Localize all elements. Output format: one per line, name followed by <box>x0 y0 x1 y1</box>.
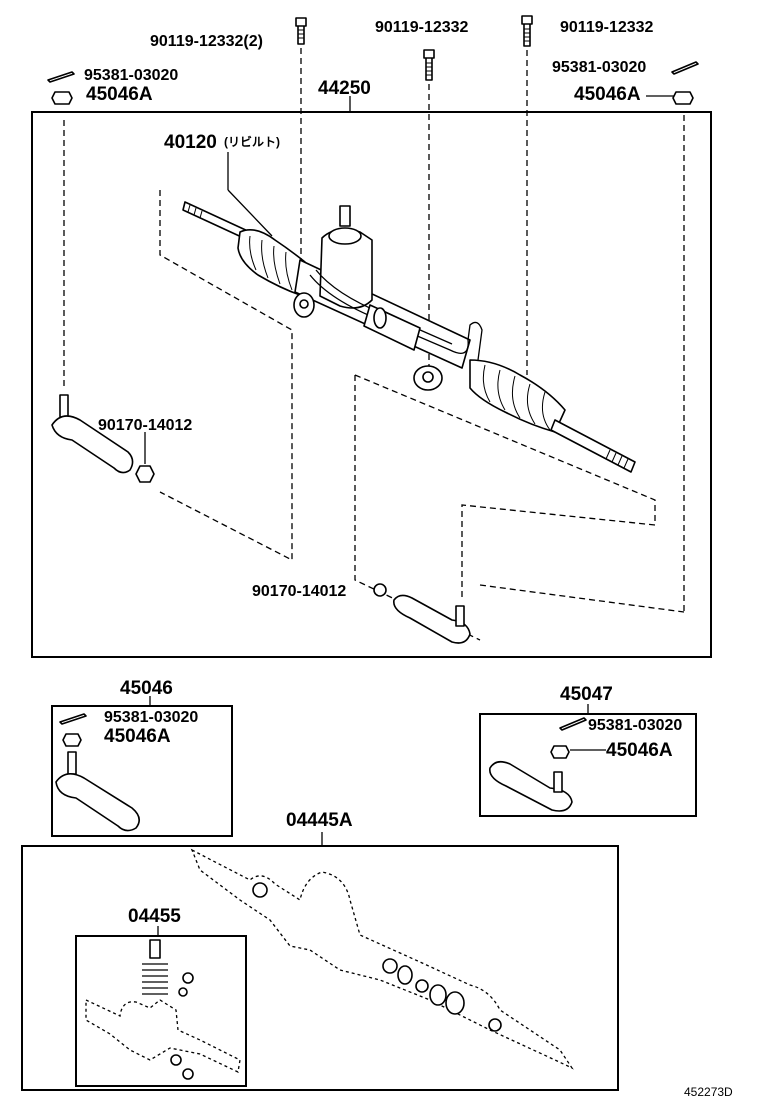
tie-rod-end-right-main <box>373 583 471 644</box>
tie-rod-end-45047 <box>489 760 573 812</box>
label-nut-mid: 90170-14012 <box>98 417 192 434</box>
assembly-box <box>31 111 712 658</box>
label-nut-bottom: 90170-14012 <box>252 583 346 600</box>
nut-icon-45047 <box>550 745 570 759</box>
tie-rod-end-left <box>51 394 155 483</box>
nut-icon-left <box>51 91 73 105</box>
gasket-kit-inner-box <box>75 935 247 1087</box>
label-gasket-kit: 04455 <box>128 906 181 927</box>
left-end-outline <box>159 190 293 562</box>
label-nut-left: 45046A <box>86 84 153 105</box>
tie-rod-end-45046 <box>55 751 140 832</box>
label-kit: 04445A <box>286 810 353 831</box>
cotter-pin-icon-right <box>671 61 699 75</box>
label-nut-right: 45046A <box>574 84 641 105</box>
gasket-kit-box <box>21 845 619 1091</box>
label-pin-right: 95381-03020 <box>552 59 646 76</box>
label-bolt-c: 90119-12332 <box>560 19 654 36</box>
mid-end-outline <box>354 375 481 641</box>
cotter-pin-icon-45047 <box>559 717 587 731</box>
rack-leader-d <box>227 189 273 237</box>
label-bolt-a: 90119-12332(2) <box>150 33 263 50</box>
bolt-icon-b <box>423 49 435 81</box>
nut-icon-45046 <box>62 733 82 747</box>
right-end-bottom <box>479 584 685 613</box>
steering-rack-drawing <box>182 201 636 473</box>
label-end-right-pin: 95381-03020 <box>588 717 682 734</box>
label-end-left-pin: 95381-03020 <box>104 709 198 726</box>
cotter-pin-icon-left <box>47 71 75 83</box>
label-end-right-nut: 45046A <box>606 740 673 761</box>
label-end-left-nut: 45046A <box>104 726 171 747</box>
label-end-right-title: 45047 <box>560 684 613 705</box>
bolt-icon-c <box>521 15 533 47</box>
label-rack-note: (リビルト) <box>224 134 280 149</box>
valve-housing-outline <box>85 939 241 1080</box>
rack-housing-outline <box>190 848 574 1070</box>
label-assy: 44250 <box>318 78 371 99</box>
right-end-outline <box>354 374 656 600</box>
label-pin-left: 95381-03020 <box>84 67 178 84</box>
label-rack: 40120 <box>164 132 217 153</box>
cotter-pin-icon-45046 <box>59 713 87 725</box>
tie-rod-end-45046-box <box>51 705 233 837</box>
label-bolt-b: 90119-12332 <box>375 19 469 36</box>
nut-icon-right <box>672 91 694 105</box>
bolt-icon-a <box>295 17 307 45</box>
label-end-left-title: 45046 <box>120 678 173 699</box>
label-ref: 452273D <box>684 1085 733 1099</box>
